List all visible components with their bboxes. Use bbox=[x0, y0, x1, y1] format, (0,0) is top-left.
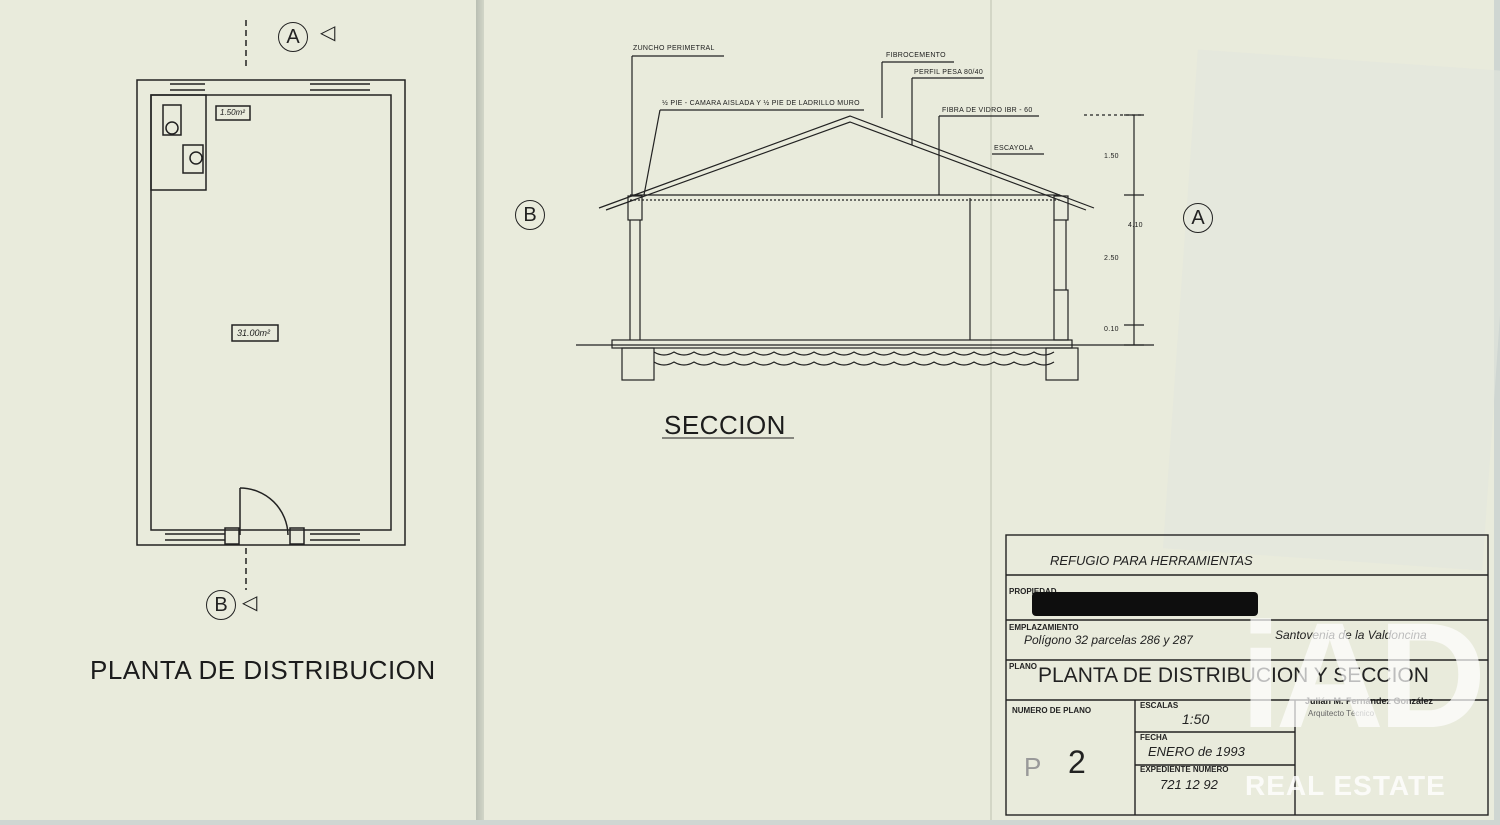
fecha-value: ENERO de 1993 bbox=[1148, 744, 1245, 759]
section-arrow-a-top: ◁ bbox=[320, 22, 336, 44]
section-title: SECCION bbox=[664, 410, 786, 440]
section-marker-b-bottom: B bbox=[206, 590, 236, 620]
dimension-2: 4.10 bbox=[1128, 222, 1143, 229]
section-arrow-b-bottom: ◁ bbox=[242, 592, 258, 614]
annotation-zuncho: ZUNCHO PERIMETRAL bbox=[633, 45, 715, 52]
dimension-3: 2.50 bbox=[1104, 255, 1119, 262]
emplazamiento-label: EMPLAZAMIENTO bbox=[1009, 623, 1079, 632]
binding-seam bbox=[476, 0, 486, 820]
propiedad-label: PROPIEDAD bbox=[1009, 587, 1057, 596]
section-marker-a-top: A bbox=[278, 22, 308, 52]
watermark-subtitle: REAL ESTATE bbox=[1245, 770, 1446, 801]
section-marker-b-left: B bbox=[515, 200, 545, 230]
floor-plan-drawing bbox=[136, 20, 406, 590]
project-name: REFUGIO PARA HERRAMIENTAS bbox=[1050, 553, 1253, 568]
redacted-owner bbox=[1032, 592, 1258, 616]
fold-line bbox=[990, 0, 992, 820]
escalas-value: 1:50 bbox=[1182, 711, 1210, 727]
municipio-value: Santovenia de la Valdoncina bbox=[1275, 628, 1427, 642]
emplazamiento-value: Polígono 32 parcelas 286 y 287 bbox=[1024, 633, 1193, 647]
annotation-fibra: FIBRA DE VIDRO IBR - 60 bbox=[942, 107, 1033, 114]
plano-value: PLANTA DE DISTRIBUCION Y SECCION bbox=[1038, 664, 1429, 687]
annotation-perfil: PERFIL PESA 80/40 bbox=[914, 69, 984, 76]
expediente-label: EXPEDIENTE NUMERO bbox=[1140, 765, 1229, 774]
dimension-4: 0.10 bbox=[1104, 326, 1119, 333]
expediente-value: 721 12 92 bbox=[1160, 777, 1218, 792]
annotation-camara: ½ PIE - CAMARA AISLADA Y ½ PIE DE LADRIL… bbox=[662, 100, 860, 107]
numero-value: 2 bbox=[1068, 744, 1086, 780]
annotation-fibrocemento: FIBROCEMENTO bbox=[886, 52, 946, 59]
watermark-logo: iAD bbox=[1240, 591, 1486, 759]
plan-title: PLANTA DE DISTRIBUCION bbox=[90, 655, 436, 685]
bathroom-area-label: 1.50m² bbox=[220, 108, 245, 117]
left-sheet bbox=[0, 0, 478, 820]
architect-title: Arquitecto Técnico bbox=[1308, 709, 1375, 718]
main-area-label: 31.00m² bbox=[237, 328, 271, 338]
section-marker-a-right: A bbox=[1183, 203, 1213, 233]
numero-label: NUMERO DE PLANO bbox=[1012, 706, 1092, 715]
numero-prefix-p: P bbox=[1024, 752, 1042, 782]
title-block-frame bbox=[1005, 534, 1489, 816]
dimension-1: 1.50 bbox=[1104, 153, 1119, 160]
escalas-label: ESCALAS bbox=[1140, 701, 1179, 710]
annotation-escayola: ESCAYOLA bbox=[994, 145, 1034, 152]
plano-label: PLANO bbox=[1009, 662, 1037, 671]
architect-name: Julián M. Fernández González bbox=[1305, 696, 1434, 706]
section-drawing bbox=[576, 55, 1154, 439]
fecha-label: FECHA bbox=[1140, 733, 1168, 742]
